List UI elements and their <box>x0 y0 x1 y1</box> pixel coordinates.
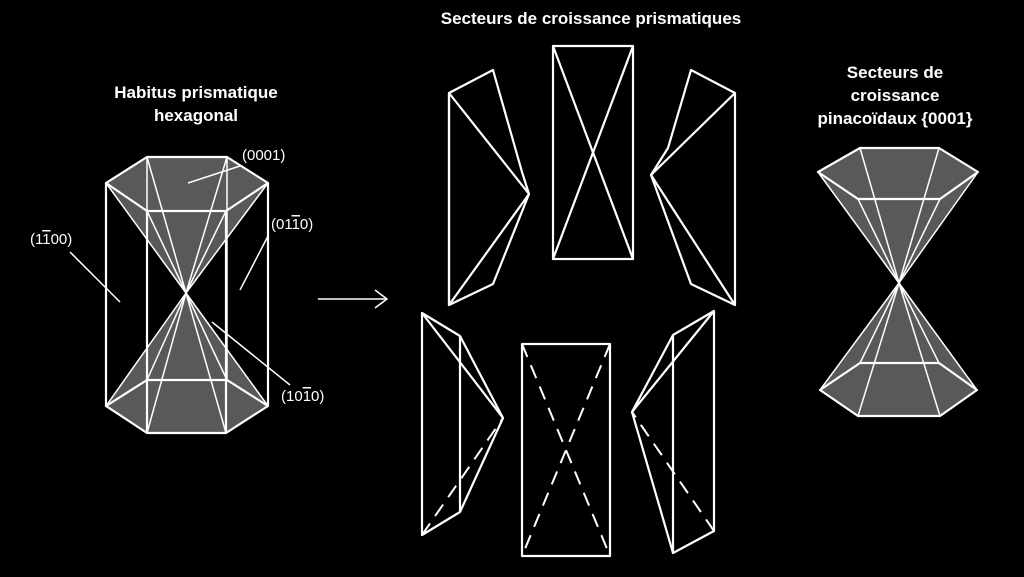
pinacoid-sectors <box>816 146 980 418</box>
prismatic-sector-bottom-left <box>420 311 505 537</box>
pinacoid-top-base <box>818 148 978 199</box>
center-title: Secteurs de croissance prismatiques <box>441 9 741 28</box>
left-title-line2: hexagonal <box>154 106 238 125</box>
pinacoid-bottom-base <box>820 363 977 416</box>
right-title-line2: croissance <box>851 86 940 105</box>
top-pyramid-face-front <box>147 211 226 293</box>
prismatic-sector-top-left <box>447 68 531 307</box>
hexagonal-prism <box>69 155 291 435</box>
arrow-icon <box>318 289 389 309</box>
label-1-100: (1100) <box>30 231 72 248</box>
left-title-line1: Habitus prismatique <box>114 83 277 102</box>
label-10-10: (1010) <box>281 388 324 405</box>
pinacoid-top-face-front <box>858 199 940 283</box>
prismatic-sector-bottom-right <box>630 309 716 555</box>
prismatic-sector-top-center <box>551 44 635 261</box>
prismatic-sector-bottom-center <box>520 342 612 558</box>
prismatic-sector-top-right <box>649 68 737 307</box>
right-title-line1: Secteurs de <box>847 63 943 82</box>
label-0001: (0001) <box>242 147 285 164</box>
right-title-line3: pinacoïdaux {0001} <box>818 109 973 128</box>
bottom-pyramid-face-back <box>147 293 227 380</box>
label-01-10: (0110) <box>271 216 313 233</box>
